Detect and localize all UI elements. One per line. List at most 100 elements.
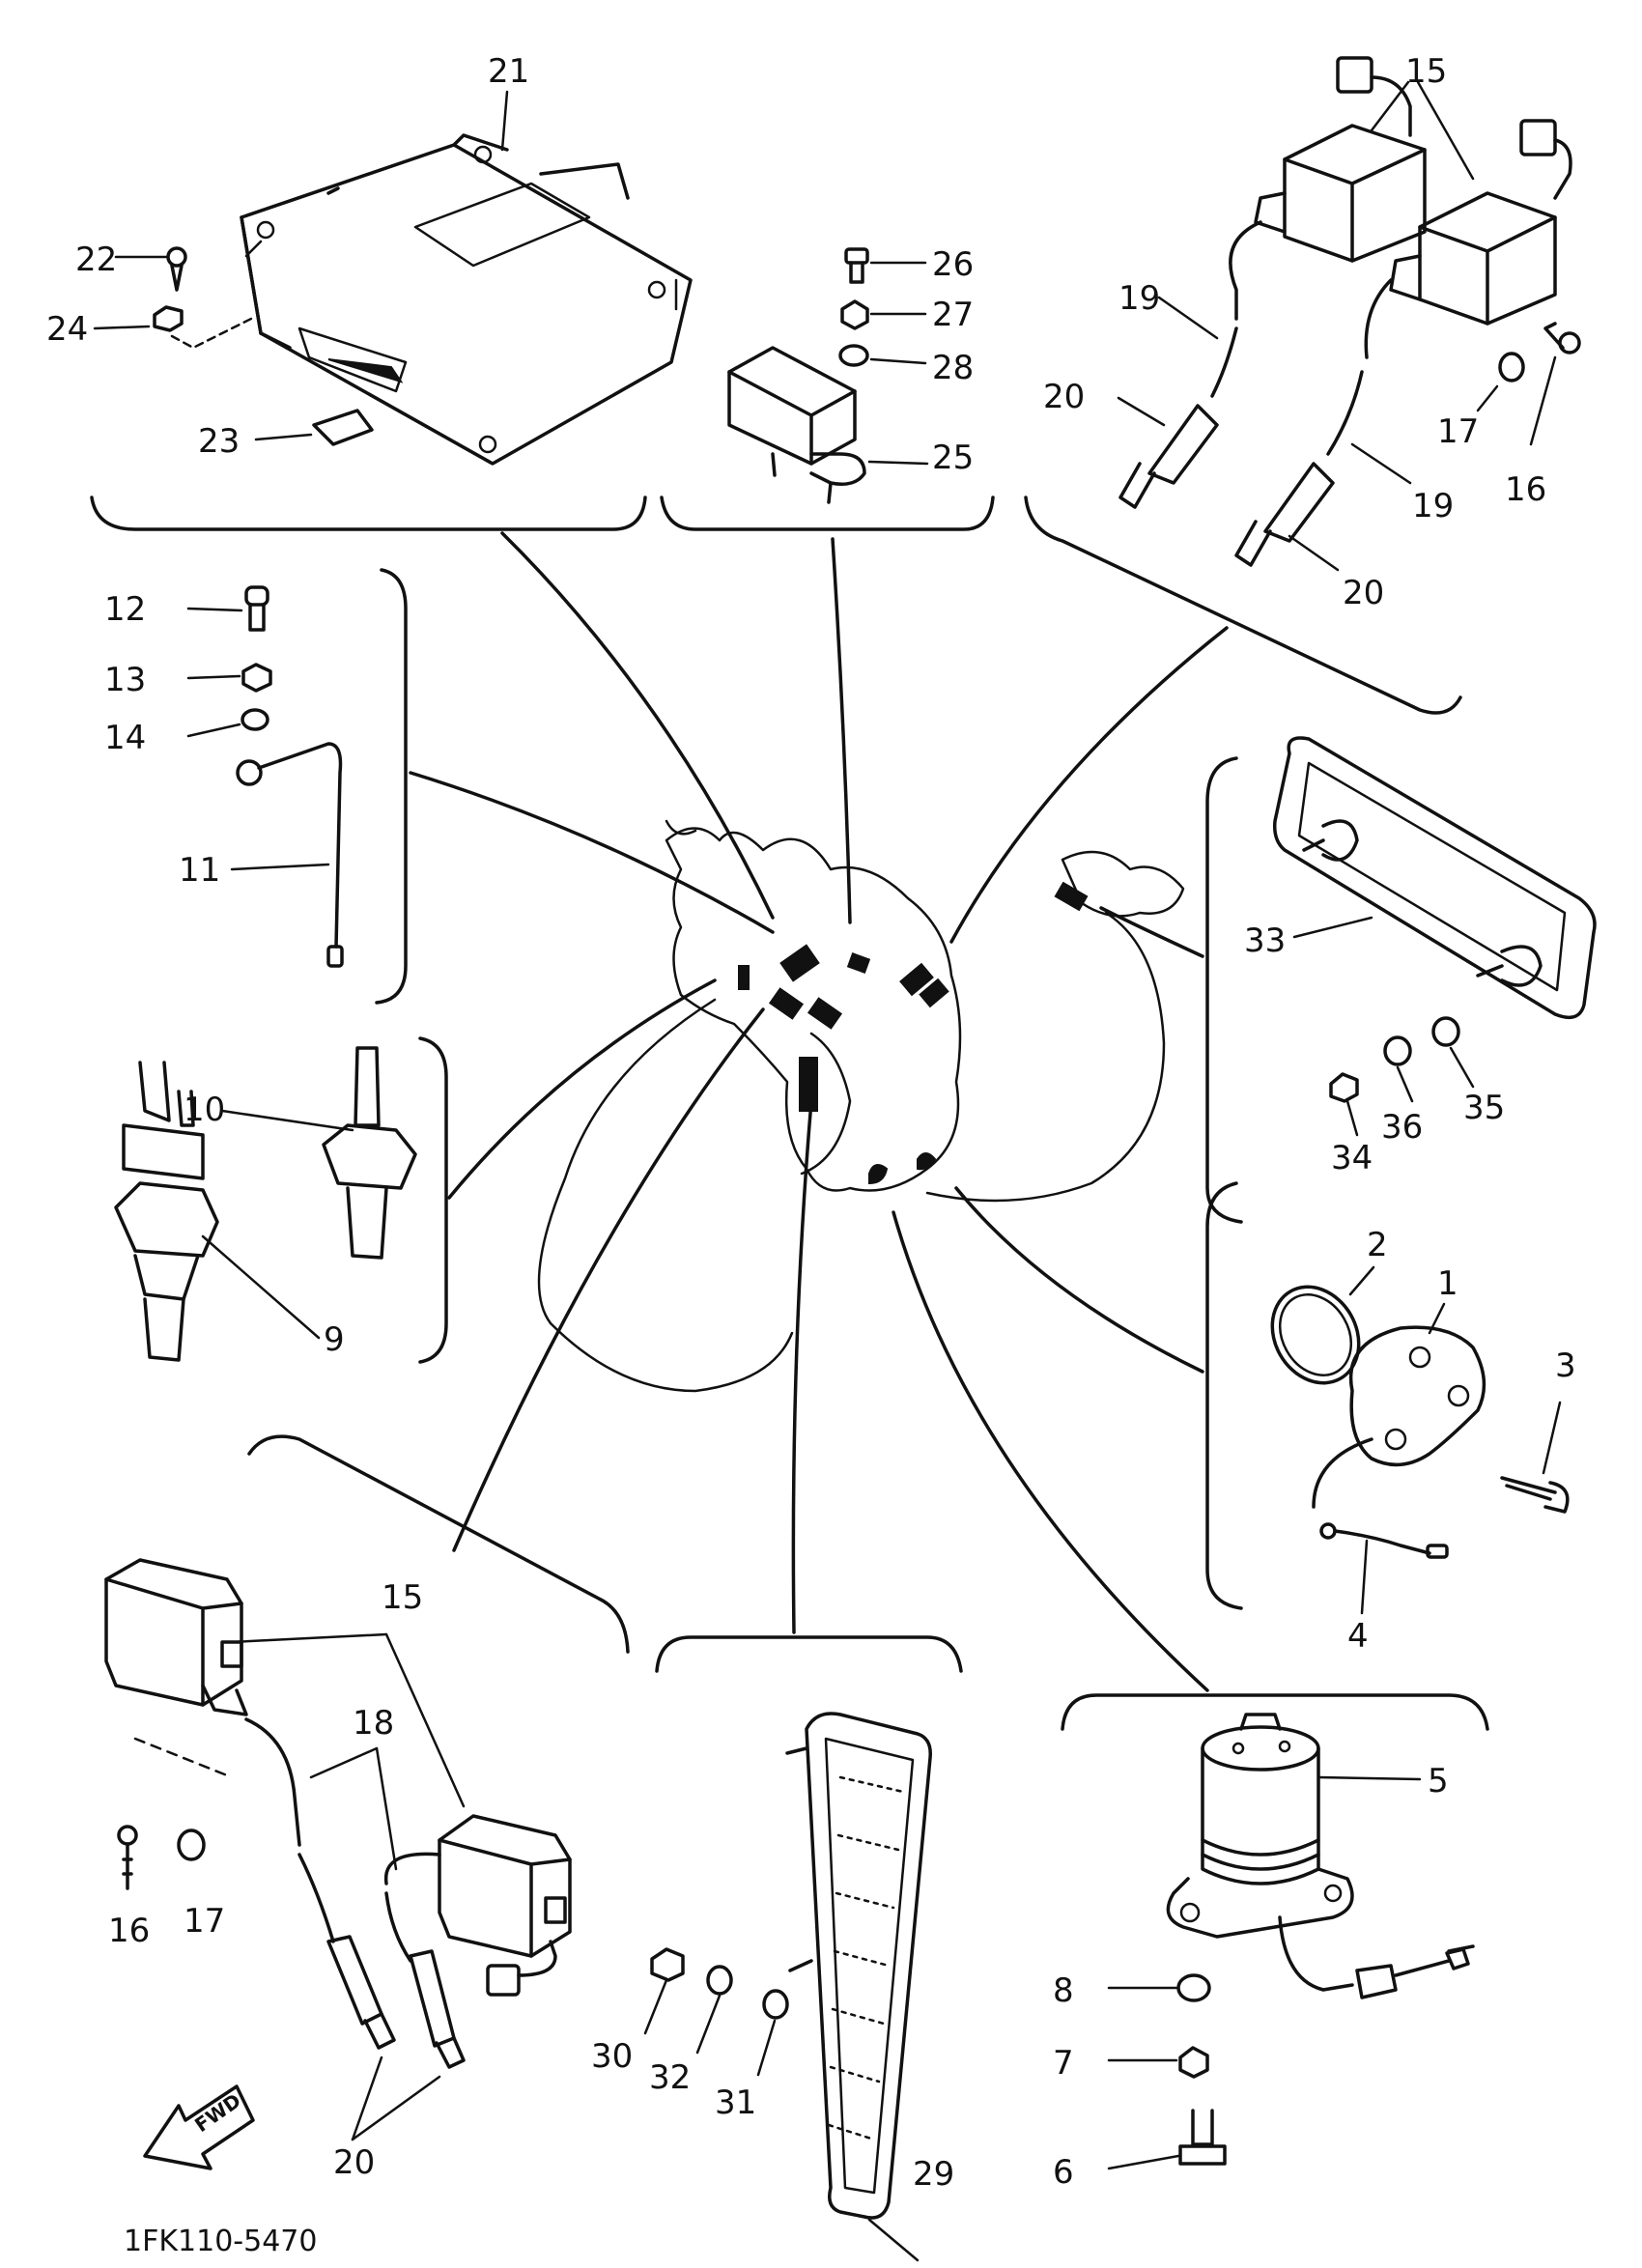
label-13: 13 <box>104 661 146 699</box>
label-23: 23 <box>198 422 240 461</box>
label-1: 1 <box>1437 1264 1458 1303</box>
part-16-screw-top <box>1529 322 1581 446</box>
part-25-relay <box>727 346 929 504</box>
part-31-washer <box>756 1989 789 2077</box>
part-22-screw <box>114 246 187 292</box>
part-26-bolt <box>844 247 927 284</box>
label-21: 21 <box>488 52 529 91</box>
part-2-o-ring <box>1270 1265 1375 1385</box>
part-17-washer-bottom <box>177 1829 206 1861</box>
label-19-top-2: 19 <box>1412 487 1454 525</box>
part-9-switch <box>114 1061 321 1362</box>
part-18-leads <box>244 1717 441 1963</box>
bracket-top-right <box>1024 496 1462 715</box>
part-6-bolt <box>1107 2109 1227 2170</box>
bracket-left-1 <box>375 568 408 1005</box>
label-2: 2 <box>1367 1226 1388 1264</box>
part-33-lamp <box>1272 736 1597 1020</box>
label-28: 28 <box>932 349 974 387</box>
label-15-top: 15 <box>1405 52 1447 91</box>
label-3: 3 <box>1555 1347 1576 1385</box>
fwd-arrow: FWD <box>143 2084 255 2170</box>
part-16-screw-bottom <box>117 1825 138 1890</box>
label-4: 4 <box>1347 1617 1369 1656</box>
part-24-nut <box>93 305 253 350</box>
vehicle-outline <box>537 819 1185 1393</box>
label-14: 14 <box>104 719 146 757</box>
label-33: 33 <box>1244 921 1286 960</box>
part-number-labels: 21 22 24 23 26 27 28 25 15 19 20 17 16 1… <box>46 52 1576 2258</box>
diagram-code: 1FK110-5470 <box>124 2225 317 2258</box>
part-21-ecu-box <box>240 133 693 466</box>
bracket-right-1 <box>1205 756 1243 1224</box>
label-18: 18 <box>353 1704 394 1743</box>
label-20-bottom: 20 <box>333 2143 375 2182</box>
part-28-washer <box>838 344 927 367</box>
label-32: 32 <box>649 2058 691 2097</box>
part-10-sensor <box>220 1046 417 1260</box>
label-30: 30 <box>591 2037 633 2076</box>
label-34: 34 <box>1331 1139 1373 1177</box>
label-20-top-1: 20 <box>1043 378 1085 416</box>
part-36-washer <box>1383 1035 1414 1103</box>
part-11-wire <box>230 742 344 968</box>
part-17-washer-top <box>1476 352 1525 412</box>
bracket-bottom-center <box>655 1635 963 1673</box>
label-11: 11 <box>179 851 220 890</box>
part-4-lead <box>1319 1522 1449 1615</box>
label-15-bottom: 15 <box>382 1578 423 1617</box>
bracket-bottom-right <box>1061 1693 1489 1731</box>
group-leaders <box>409 531 1229 1692</box>
part-12-bolt <box>186 585 269 632</box>
part-13-nut <box>186 663 272 693</box>
part-3-screw <box>1500 1401 1570 1514</box>
part-15-coil-bottom-1 <box>104 1558 248 1716</box>
label-24: 24 <box>46 310 88 349</box>
label-17-bottom: 17 <box>184 1902 225 1941</box>
label-35: 35 <box>1463 1089 1505 1127</box>
label-19-top-1: 19 <box>1118 279 1160 318</box>
part-23-clip <box>254 409 374 446</box>
part-1-sender <box>1312 1302 1486 1509</box>
part-35-washer <box>1431 1016 1475 1089</box>
label-10: 10 <box>184 1091 225 1129</box>
label-8: 8 <box>1053 1971 1074 2010</box>
bracket-bottom-left <box>247 1434 630 1654</box>
label-16-top: 16 <box>1505 470 1546 509</box>
part-14-washer <box>186 708 269 738</box>
part-20-caps-bottom <box>326 1935 466 2141</box>
part-32-washer <box>695 1965 733 2055</box>
part-30-nut <box>643 1947 685 2035</box>
bracket-top-center <box>660 496 995 531</box>
part-8-washer <box>1107 1973 1211 2002</box>
label-27: 27 <box>932 296 974 334</box>
label-17-top: 17 <box>1437 412 1479 451</box>
part-34-nut <box>1329 1072 1359 1137</box>
part-7-nut <box>1107 2046 1209 2079</box>
label-29: 29 <box>913 2155 954 2194</box>
label-12: 12 <box>104 590 146 629</box>
part-15-coil-bottom-2 <box>438 1814 572 1997</box>
part-20-caps-top <box>1117 396 1340 572</box>
part-19-leads-top <box>1157 220 1412 485</box>
bracket-left-2 <box>418 1036 448 1364</box>
part-27-nut <box>840 299 927 330</box>
label-9: 9 <box>324 1320 345 1359</box>
bracket-right-2 <box>1205 1181 1243 1610</box>
label-26: 26 <box>932 245 974 284</box>
part-5-pump <box>1166 1713 1475 1999</box>
part-29-reflector <box>785 1712 932 2262</box>
label-7: 7 <box>1053 2044 1074 2083</box>
part-15-coil-top-2 <box>1389 119 1572 326</box>
label-6: 6 <box>1053 2153 1074 2192</box>
group-brackets <box>90 496 1489 1731</box>
bracket-top-left <box>90 496 647 531</box>
label-16-bottom: 16 <box>108 1912 150 1950</box>
label-31: 31 <box>715 2084 756 2122</box>
label-25: 25 <box>932 439 974 477</box>
label-36: 36 <box>1381 1108 1423 1147</box>
label-5: 5 <box>1428 1762 1449 1800</box>
label-22: 22 <box>75 241 117 279</box>
